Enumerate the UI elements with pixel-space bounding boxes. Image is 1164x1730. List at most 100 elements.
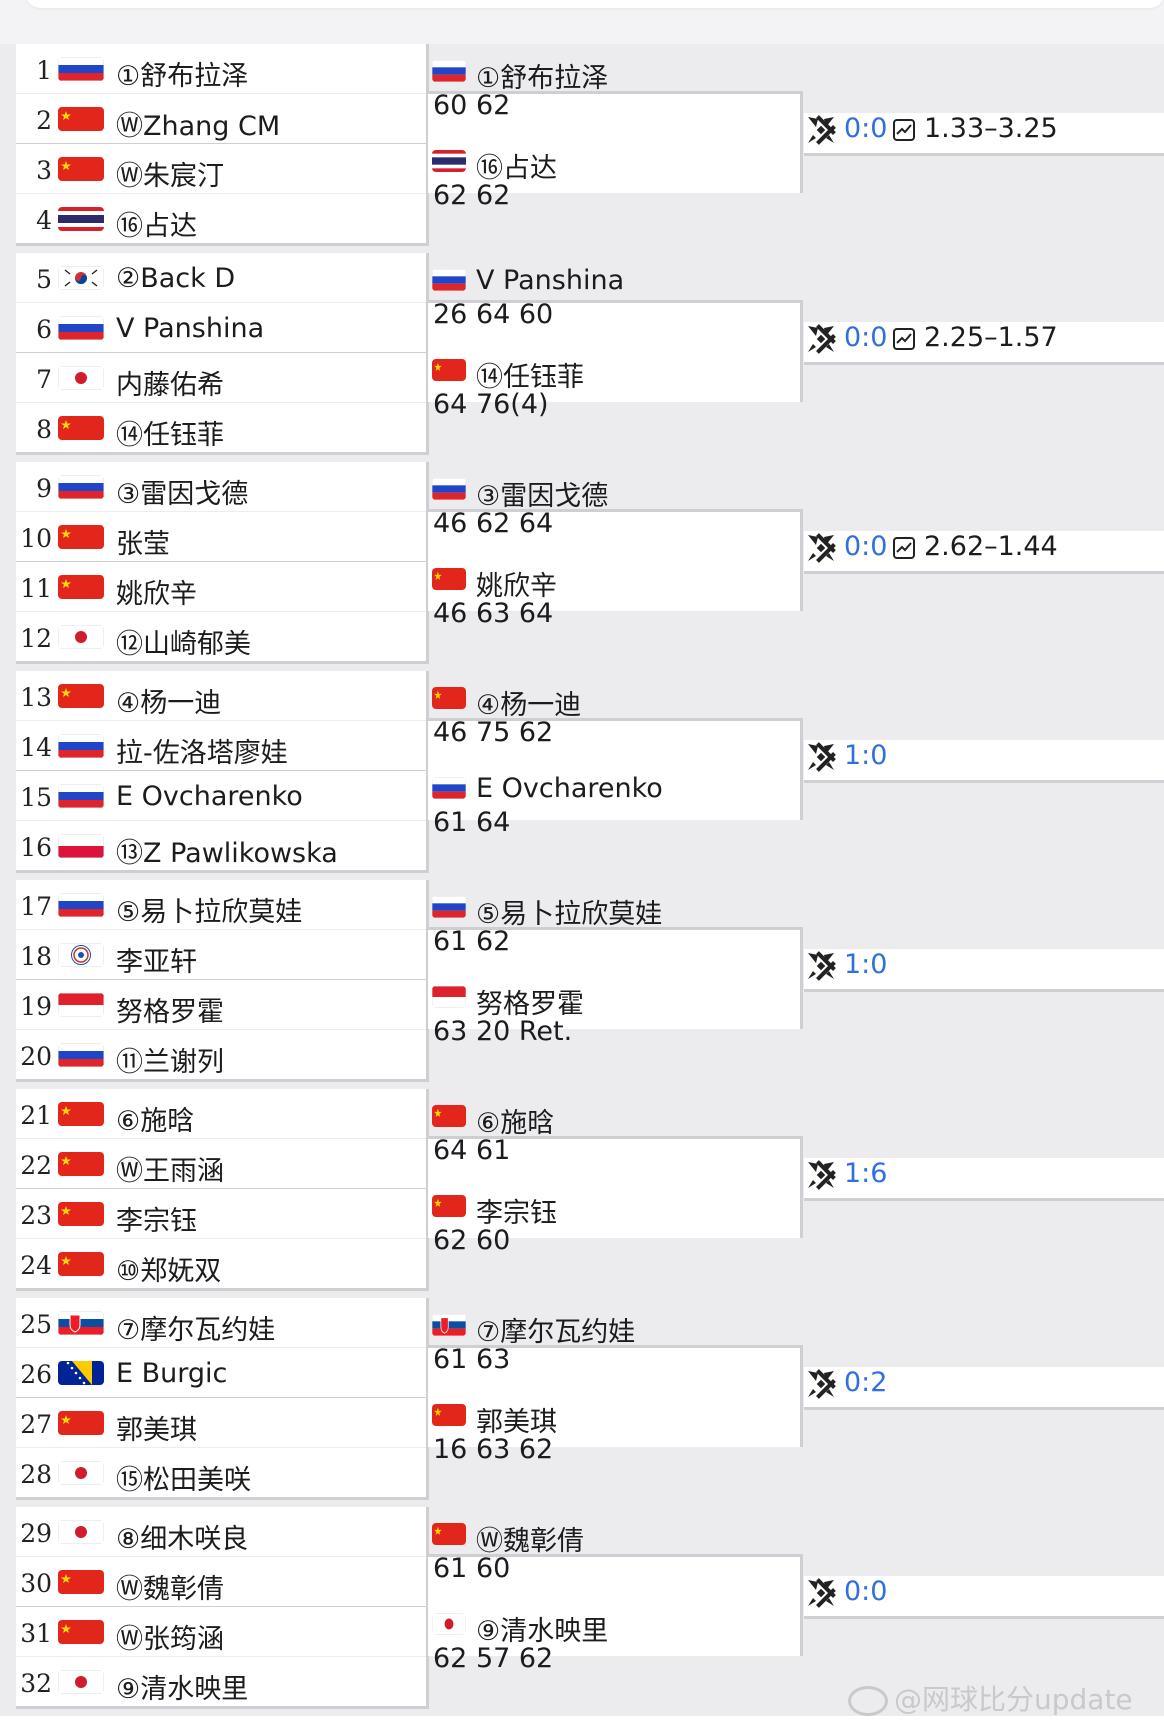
head-to-head[interactable]: 0:0 — [844, 531, 888, 562]
player-name[interactable]: ⑫山崎郁美 — [116, 629, 251, 660]
player-name[interactable]: ②Back D — [116, 263, 236, 294]
player-name[interactable]: ⑤易卜拉欣莫娃 — [476, 899, 663, 930]
head-to-head[interactable]: 1:0 — [844, 740, 888, 771]
head-to-head[interactable]: 0:0 — [844, 113, 888, 144]
chart-icon[interactable] — [892, 118, 916, 142]
player-name[interactable]: 拉-佐洛塔廖娃 — [116, 738, 288, 769]
player-name[interactable]: ⑧细木咲良 — [116, 1524, 249, 1555]
player-name[interactable]: ⑦摩尔瓦约娃 — [476, 1317, 636, 1348]
crossed-rackets-icon[interactable] — [804, 1367, 838, 1401]
crossed-rackets-icon[interactable] — [804, 1576, 838, 1610]
matchup-stats[interactable]: 1:0 — [804, 740, 1164, 783]
head-to-head[interactable]: 0:2 — [844, 1367, 888, 1398]
matchup-stats[interactable]: 0:0 — [804, 1576, 1164, 1619]
player-name[interactable]: ①舒布拉泽 — [116, 61, 249, 92]
player-name[interactable]: Ⓦ王雨涵 — [116, 1156, 224, 1187]
player-name[interactable]: ⑥施晗 — [116, 1106, 195, 1137]
player-name[interactable]: Ⓦ魏彰倩 — [476, 1526, 584, 1557]
crossed-rackets-icon[interactable] — [804, 322, 838, 356]
player-name[interactable]: ⑯占达 — [116, 211, 197, 242]
crossed-rackets-icon[interactable] — [804, 740, 838, 774]
player-name[interactable]: 姚欣辛 — [476, 571, 557, 602]
player-name[interactable]: ⑮松田美咲 — [116, 1465, 251, 1496]
player-name[interactable]: 李亚轩 — [116, 947, 197, 978]
player-name[interactable]: V Panshina — [476, 265, 625, 296]
player-name[interactable]: 郭美琪 — [476, 1407, 557, 1438]
head-to-head[interactable]: 0:0 — [844, 322, 888, 353]
player-name[interactable]: E Ovcharenko — [476, 773, 663, 804]
player-name[interactable]: ⑦摩尔瓦约娃 — [116, 1315, 276, 1346]
player-name[interactable]: E Ovcharenko — [116, 781, 303, 812]
player-name[interactable]: 郭美琪 — [116, 1415, 197, 1446]
head-to-head[interactable]: 1:6 — [844, 1158, 888, 1189]
player-name[interactable]: ①舒布拉泽 — [476, 63, 609, 94]
player-name[interactable]: 内藤佑希 — [116, 370, 224, 401]
player-name[interactable]: Ⓦ张筠涵 — [116, 1624, 224, 1655]
player-name[interactable]: ⓌZhang CM — [116, 111, 281, 142]
head-to-head[interactable]: 1:0 — [844, 949, 888, 980]
player-name[interactable]: ⑨清水映里 — [476, 1616, 609, 1647]
player-name[interactable]: 努格罗霍 — [116, 997, 224, 1028]
matchup-stats[interactable]: 0:2 — [804, 1367, 1164, 1410]
player-name[interactable]: ⑪兰谢列 — [116, 1047, 224, 1078]
player-name[interactable]: 李宗钰 — [476, 1198, 557, 1229]
player-name[interactable]: 努格罗霍 — [476, 989, 584, 1020]
player-name[interactable]: ⑯占达 — [476, 153, 557, 184]
player-name[interactable]: ③雷因戈德 — [116, 479, 249, 510]
player-name[interactable]: 姚欣辛 — [116, 579, 197, 610]
player-name[interactable]: Ⓦ朱宸汀 — [116, 161, 224, 192]
player-name[interactable]: ⑩郑妩双 — [116, 1256, 222, 1287]
player-name[interactable]: ④杨一迪 — [476, 690, 582, 721]
crossed-rackets-icon[interactable] — [804, 1158, 838, 1192]
player-name[interactable]: 张莹 — [116, 529, 170, 560]
player-name[interactable]: ⑭任钰菲 — [116, 420, 224, 451]
matchup-stats[interactable]: 1:0 — [804, 949, 1164, 992]
player-name[interactable]: ③雷因戈德 — [476, 481, 609, 512]
crossed-rackets-icon[interactable] — [804, 949, 838, 983]
player-name[interactable]: 李宗钰 — [116, 1206, 197, 1237]
head-to-head[interactable]: 0:0 — [844, 1576, 888, 1607]
player-name[interactable]: E Burgic — [116, 1358, 228, 1389]
player-name[interactable]: Ⓦ魏彰倩 — [116, 1574, 224, 1605]
matchup-stats[interactable]: 1:6 — [804, 1158, 1164, 1201]
player-name[interactable]: ⑤易卜拉欣莫娃 — [116, 897, 303, 928]
player-name[interactable]: ⑥施晗 — [476, 1108, 555, 1139]
chart-icon[interactable] — [892, 327, 916, 351]
player-name[interactable]: ⑬Z Pawlikowska — [116, 838, 338, 869]
